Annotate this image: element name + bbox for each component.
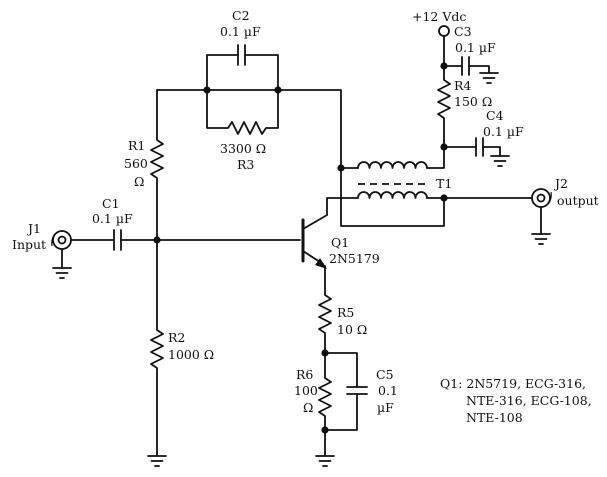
supply-label: +12 Vdc <box>412 9 466 24</box>
c5-capacitor <box>324 352 368 431</box>
c2-name: C2 <box>232 8 250 23</box>
r3-value: 3300 Ω <box>220 141 266 156</box>
c2-value: 0.1 µF <box>220 24 261 39</box>
c5-value-line2: µF <box>377 400 394 415</box>
c1-value: 0.1 µF <box>92 211 133 226</box>
j2-name: J2 <box>553 176 568 191</box>
r5-resistor <box>318 265 332 354</box>
note-line-2: NTE-316, ECG-108, <box>466 393 592 408</box>
r1-value-line2: Ω <box>134 174 144 189</box>
c3-name: C3 <box>454 24 472 39</box>
c4-ground-icon <box>490 155 510 167</box>
r2-value: 1000 Ω <box>168 347 214 362</box>
t1-name: T1 <box>436 176 452 191</box>
j1-input-connector <box>51 230 72 269</box>
j1-name: J1 <box>26 221 41 236</box>
c1-capacitor <box>113 229 122 251</box>
r4-resistor <box>437 65 451 148</box>
r6-value-line1: 100 <box>294 383 318 398</box>
c4-name: C4 <box>486 108 504 123</box>
r2-ground-icon <box>147 455 167 467</box>
c5-value-line1: 0.1 <box>378 383 398 398</box>
j2-output-connector <box>531 188 552 235</box>
r5-value: 10 Ω <box>337 322 367 337</box>
c3-capacitor <box>443 56 490 76</box>
q1-name: Q1 <box>331 235 349 250</box>
j2-label: output <box>557 193 599 208</box>
c4-value: 0.1 µF <box>483 124 524 139</box>
note-line-1: Q1: 2N5719, ECG-316, <box>440 376 586 391</box>
r2-resistor <box>150 239 164 457</box>
wire-t1-supply <box>426 146 445 169</box>
j2-ground-icon <box>531 233 551 245</box>
emitter-ground-icon <box>315 455 335 467</box>
c1-name: C1 <box>102 196 120 211</box>
t1-secondary-winding <box>357 191 428 199</box>
wire-feedback-collector <box>277 89 342 169</box>
r6-name: R6 <box>296 367 313 382</box>
r2-name: R2 <box>168 330 185 345</box>
note-line-3: NTE-108 <box>466 410 523 425</box>
r6-resistor <box>318 352 332 431</box>
r3-name: R3 <box>237 157 254 172</box>
r5-name: R5 <box>337 305 354 320</box>
supply-terminal <box>438 25 450 37</box>
t1-primary-winding <box>357 161 428 169</box>
c3-value: 0.1 µF <box>455 40 496 55</box>
q1-transistor <box>301 214 328 269</box>
c2-capacitor <box>206 44 279 91</box>
r4-value: 150 Ω <box>454 94 492 109</box>
j1-ground-icon <box>52 267 72 279</box>
wire-t1-loop <box>340 167 445 227</box>
r1-value-line1: 560 <box>124 156 148 171</box>
c3-ground-icon <box>479 72 499 84</box>
c4-capacitor <box>443 137 501 157</box>
r1-name: R1 <box>128 138 145 153</box>
r6-value-line2: Ω <box>303 400 313 415</box>
j1-label: Input <box>12 237 46 252</box>
wire-t1-collector <box>326 197 359 216</box>
q1-part: 2N5179 <box>329 251 380 266</box>
c5-name: C5 <box>376 367 394 382</box>
r4-name: R4 <box>454 78 471 93</box>
r1-resistor <box>150 89 164 241</box>
r3-resistor <box>206 89 279 135</box>
